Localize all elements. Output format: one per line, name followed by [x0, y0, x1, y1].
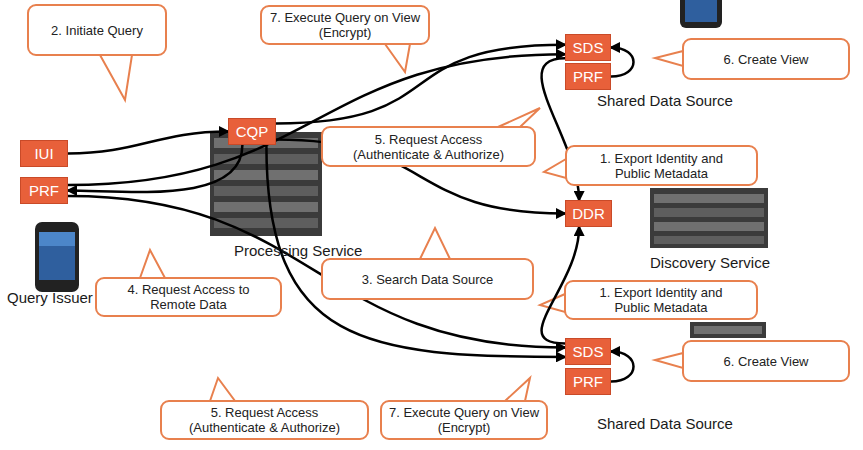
component-name: PRF [29, 182, 59, 199]
step-text: 7. Execute Query on View (Encrypt) [386, 405, 542, 435]
text-stack: 1. Export Identity and Public Metadata [587, 151, 736, 181]
text-stack: PRF [573, 373, 603, 390]
text-stack: 5. Request Access (Authenticate & Author… [344, 132, 513, 162]
flow-connector [611, 48, 634, 77]
group-label: Shared Data Source [597, 415, 733, 432]
component-box: PRF [20, 177, 68, 204]
callout-tail [100, 44, 683, 401]
text-stack: 4. Request Access to Remote Data [119, 282, 258, 312]
text-stack: 3. Search Data Source [362, 272, 494, 287]
component-name: CQP [236, 123, 269, 140]
callout-bubble: 3. Search Data Source [321, 258, 534, 300]
step-text: 3. Search Data Source [362, 272, 494, 287]
flow-connector [68, 54, 565, 185]
callout-bubble: 7. Execute Query on View (Encrypt) [260, 5, 430, 45]
component-box: CQP [228, 118, 276, 145]
step-text: 2. Initiate Query [51, 23, 143, 38]
flow-connector [68, 132, 228, 154]
text-stack: SDS [573, 343, 604, 360]
component-box: PRF [565, 368, 611, 395]
step-text: 6. Create View [723, 52, 808, 67]
component-name: SDS [573, 343, 604, 360]
server-icon [650, 188, 768, 248]
text-stack: 6. Create View [723, 52, 808, 67]
group-label: Processing Service [234, 242, 362, 259]
phone-icon [35, 222, 79, 292]
callout-bubble: 1. Export Identity and Public Metadata [564, 280, 758, 320]
component-name: DDR [572, 205, 605, 222]
text-stack: 5. Request Access (Authenticate & Author… [180, 405, 349, 435]
callout-bubble: 6. Create View [682, 340, 850, 382]
group-label: Shared Data Source [597, 92, 733, 109]
flow-connector [68, 196, 565, 348]
step-text: 6. Create View [723, 354, 808, 369]
component-box: IUI [20, 140, 68, 167]
step-text: 1. Export Identity and Public Metadata [586, 285, 736, 315]
text-stack: PRF [573, 68, 603, 85]
step-text: 5. Request Access (Authenticate & Author… [180, 405, 349, 435]
component-box: SDS [565, 34, 611, 61]
callout-bubble: 6. Create View [682, 38, 850, 80]
callout-bubble: 4. Request Access to Remote Data [95, 277, 282, 317]
text-stack: CQP [236, 123, 269, 140]
text-stack: SDS [573, 39, 604, 56]
component-box: SDS [565, 338, 611, 365]
component-name: PRF [573, 373, 603, 390]
callout-bubble: 2. Initiate Query [27, 4, 167, 56]
text-stack: IUI [34, 145, 53, 162]
text-stack: 7. Execute Query on View (Encrypt) [266, 10, 424, 40]
text-stack: 7. Execute Query on View (Encrypt) [386, 405, 542, 435]
text-stack: PRF [29, 182, 59, 199]
callout-bubble: 1. Export Identity and Public Metadata [565, 145, 758, 186]
component-name: PRF [573, 68, 603, 85]
component-box: PRF [565, 63, 611, 90]
text-stack: DDR [572, 205, 605, 222]
step-text: 4. Request Access to Remote Data [119, 282, 258, 312]
flow-connector [611, 352, 634, 382]
component-box: DDR [565, 200, 612, 227]
component-name: SDS [573, 39, 604, 56]
step-text: 7. Execute Query on View (Encrypt) [266, 10, 424, 40]
server-icon [690, 322, 766, 338]
phone-icon [680, 0, 722, 28]
step-text: 5. Request Access (Authenticate & Author… [344, 132, 513, 162]
text-stack: 1. Export Identity and Public Metadata [586, 285, 736, 315]
text-stack: 6. Create View [723, 354, 808, 369]
callout-bubble: 5. Request Access (Authenticate & Author… [160, 400, 369, 440]
component-name: IUI [34, 145, 53, 162]
callout-bubble: 7. Execute Query on View (Encrypt) [380, 400, 548, 440]
group-label: Discovery Service [650, 254, 770, 271]
step-text: 1. Export Identity and Public Metadata [587, 151, 736, 181]
text-stack: 2. Initiate Query [51, 23, 143, 38]
callout-bubble: 5. Request Access (Authenticate & Author… [321, 126, 536, 167]
group-label: Query Issuer [7, 289, 93, 306]
